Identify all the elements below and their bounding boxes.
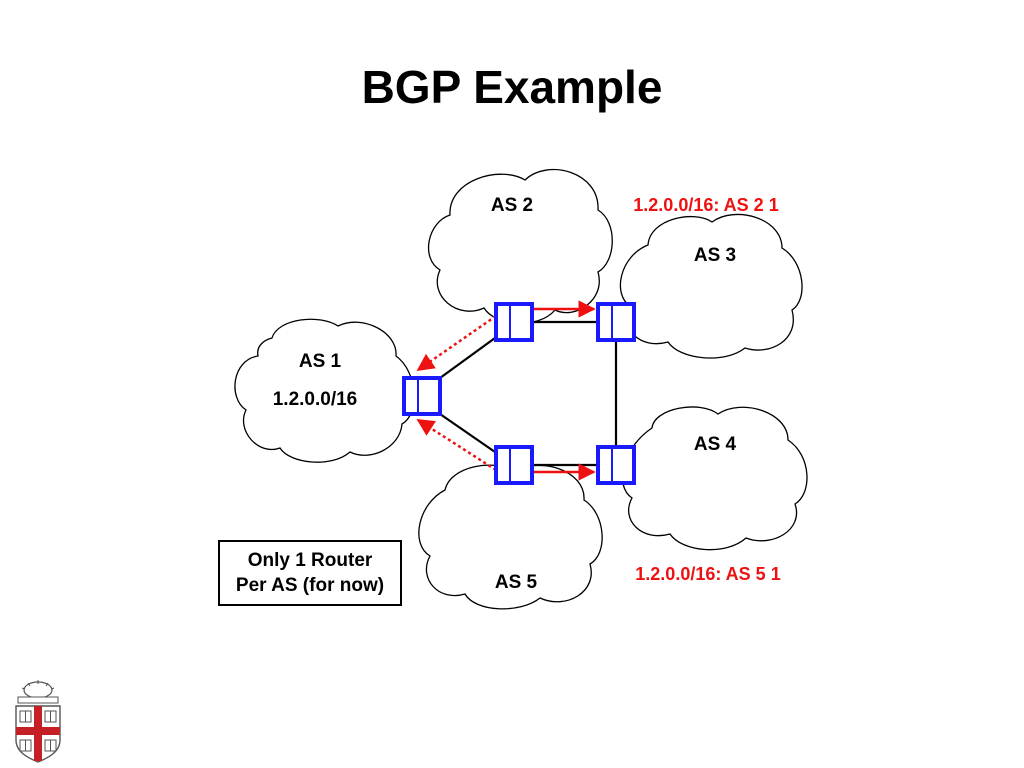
router-as3 bbox=[596, 302, 636, 342]
note-line-1: Only 1 Router bbox=[247, 550, 373, 571]
as2-cloud bbox=[427, 168, 613, 324]
router-as4 bbox=[596, 445, 636, 485]
university-shield-crest-icon bbox=[15, 680, 61, 763]
as1-label: AS 1 bbox=[299, 351, 342, 372]
as2-label: AS 2 bbox=[491, 195, 533, 216]
link-as1-as2 bbox=[439, 337, 496, 379]
note-box: Only 1 Router Per AS (for now) bbox=[218, 540, 402, 606]
as1-prefix: 1.2.0.0/16 bbox=[273, 389, 358, 410]
note-line-2: Per AS (for now) bbox=[235, 575, 385, 596]
link-as1-as5 bbox=[439, 413, 496, 453]
slide-title: BGP Example bbox=[361, 61, 663, 113]
as3-cloud bbox=[619, 213, 803, 359]
as1-cloud bbox=[234, 318, 415, 463]
router-as2 bbox=[494, 302, 534, 342]
router-as5 bbox=[494, 445, 534, 485]
announce-as2-to-as1-arrow bbox=[416, 314, 497, 372]
as5-label: AS 5 bbox=[495, 572, 538, 593]
as2-route-announcement: 1.2.0.0/16: AS 2 1 bbox=[633, 195, 778, 215]
as5-route-announcement: 1.2.0.0/16: AS 5 1 bbox=[635, 564, 780, 584]
as4-label: AS 4 bbox=[694, 434, 737, 455]
as4-cloud bbox=[621, 406, 808, 551]
as3-label: AS 3 bbox=[694, 245, 736, 266]
router-as1 bbox=[402, 376, 442, 416]
